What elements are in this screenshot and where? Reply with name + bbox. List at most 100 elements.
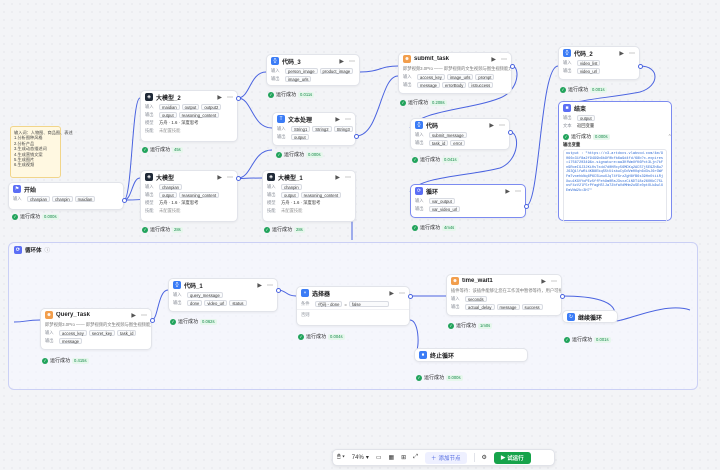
node-stop-loop[interactable]: ⏹终止循环 bbox=[414, 348, 528, 362]
text-value: 即梦视频3.0Pro —— 即梦视频的文生视频与图生视频能力，在… bbox=[45, 322, 151, 327]
output-port[interactable] bbox=[236, 176, 241, 181]
node-start[interactable]: ⚑开始 输入 chanpian chanpin maidian bbox=[8, 182, 124, 210]
run-node-icon[interactable]: ▶ bbox=[217, 94, 222, 101]
loop-body-header: ⟳ 循环体 ⓘ bbox=[14, 246, 50, 254]
text-value: 插件等待：该插件能够让您在工作流中暂停等待，用户可按… bbox=[451, 288, 561, 293]
param-chip: product_image bbox=[319, 68, 354, 74]
param-chip: var_video_url bbox=[429, 206, 461, 212]
field-label: 输入 bbox=[45, 330, 54, 335]
fit-icon[interactable]: ⤢ bbox=[413, 454, 419, 460]
text-value: 运行成功 bbox=[272, 227, 293, 233]
more-icon[interactable]: ⋯ bbox=[515, 188, 521, 195]
run-node-icon[interactable]: ▶ bbox=[335, 174, 340, 181]
text-value: time_wait1 bbox=[462, 278, 493, 284]
bottom-toolbar: 🖱 ▾ 74%▾ ▭ ▦ ⊞ ⤢ ＋ 添加节点 ⚙ ▶ 试运行 bbox=[332, 449, 555, 466]
node-submit-task[interactable]: ☻submit_task▶⋯ 即梦视频3.0Pro —— 即梦视频的文生视频与图… bbox=[398, 52, 512, 94]
more-icon[interactable]: ⋯ bbox=[227, 94, 233, 101]
test-run-button[interactable]: ▶ 试运行 bbox=[493, 451, 531, 464]
node-time-wait[interactable]: ☻time_wait1▶⋯ 插件等待：该插件能够让您在工作流中暂停等待，用户可按… bbox=[446, 274, 562, 316]
field-label: 模型 bbox=[145, 120, 154, 125]
run-node-icon[interactable]: ▶ bbox=[489, 122, 494, 129]
output-port[interactable] bbox=[638, 64, 643, 69]
run-node-icon[interactable]: ▶ bbox=[335, 116, 340, 123]
output-port[interactable] bbox=[122, 198, 127, 203]
run-node-icon[interactable]: ▶ bbox=[491, 56, 496, 63]
comment-icon[interactable]: ▭ bbox=[375, 455, 382, 461]
text-value: 未配置技能 bbox=[281, 208, 303, 213]
debug-icon[interactable]: ⚙ bbox=[481, 455, 487, 461]
text-value: 运行成功 bbox=[150, 227, 171, 233]
layout-icon[interactable]: ⊞ bbox=[401, 455, 407, 461]
text-value: 方舟 · 1.6 · 深度思考 bbox=[159, 200, 199, 205]
text-value: 45s bbox=[172, 146, 183, 153]
chevron-up-icon[interactable]: ⌃ bbox=[667, 133, 672, 140]
stop-icon: ⏹ bbox=[419, 351, 427, 359]
text-value: 代码_2 bbox=[574, 51, 593, 58]
output-port[interactable] bbox=[150, 318, 155, 323]
more-icon[interactable]: ⋯ bbox=[399, 290, 405, 297]
node-query-task[interactable]: ☻Query_Task▶⋯ 即梦视频3.0Pro —— 即梦视频的文生视频与图生… bbox=[40, 308, 152, 350]
node-title: 开始 bbox=[24, 187, 37, 194]
run-node-icon[interactable]: ▶ bbox=[389, 290, 394, 297]
run-node-icon[interactable]: ▶ bbox=[541, 278, 546, 285]
output-port[interactable] bbox=[524, 204, 529, 209]
zoom-select[interactable]: 74%▾ bbox=[351, 454, 369, 462]
output-port[interactable] bbox=[276, 288, 281, 293]
more-icon[interactable]: ⋯ bbox=[349, 58, 355, 65]
output-port[interactable] bbox=[354, 134, 359, 139]
node-selector[interactable]: ⑂选择器▶⋯ 条件代码 - done=false 否则 bbox=[296, 286, 410, 326]
minimap-icon[interactable]: ▦ bbox=[388, 455, 395, 461]
more-icon[interactable]: ⋯ bbox=[267, 282, 273, 289]
text-value: 运行成功 bbox=[20, 214, 41, 220]
output-port[interactable] bbox=[508, 130, 513, 135]
run-node-icon[interactable]: ▶ bbox=[217, 174, 222, 181]
output-port[interactable] bbox=[408, 294, 413, 299]
output-label: 输出变量 bbox=[563, 142, 581, 147]
code-icon: {} bbox=[271, 57, 279, 65]
run-node-icon[interactable]: ▶ bbox=[619, 50, 624, 57]
field-label: 输入 bbox=[271, 68, 280, 73]
output-port[interactable] bbox=[560, 294, 565, 299]
add-node-button[interactable]: ＋ 添加节点 bbox=[425, 451, 467, 464]
more-icon[interactable]: ⋯ bbox=[227, 174, 233, 181]
more-icon[interactable]: ⋯ bbox=[345, 116, 351, 123]
field-label: 输出 bbox=[271, 76, 280, 81]
pointer-mode-button[interactable]: 🖱 ▾ bbox=[337, 454, 345, 460]
output-port[interactable] bbox=[236, 96, 241, 101]
run-node-icon[interactable]: ▶ bbox=[339, 58, 344, 65]
field-label: 输出 bbox=[403, 82, 412, 87]
text-value: 0.000s bbox=[446, 374, 463, 381]
run-node-icon[interactable]: ▶ bbox=[505, 188, 510, 195]
more-icon[interactable]: ⋯ bbox=[141, 312, 147, 319]
param-chip: task_id bbox=[429, 140, 449, 146]
more-icon[interactable]: ⋯ bbox=[499, 122, 505, 129]
run-node-icon[interactable]: ▶ bbox=[257, 282, 262, 289]
field-label: 输出 bbox=[173, 300, 182, 305]
field-label: 输入 bbox=[403, 74, 412, 79]
more-icon[interactable]: ⋯ bbox=[551, 278, 557, 285]
text-value: 1m0s bbox=[478, 322, 493, 329]
field-label: 输入 bbox=[451, 296, 460, 301]
more-icon[interactable]: ⋯ bbox=[501, 56, 507, 63]
more-icon[interactable]: ⋯ bbox=[345, 174, 351, 181]
text-value: 未配置技能 bbox=[159, 128, 181, 133]
param-chip: message bbox=[417, 82, 440, 88]
node-title: 大模型_2 bbox=[156, 95, 181, 102]
more-icon[interactable]: ⋯ bbox=[629, 50, 635, 57]
param-chip: maidian bbox=[159, 104, 180, 110]
node-continue-loop[interactable]: ↻继续循环 bbox=[562, 310, 618, 323]
run-node-icon[interactable]: ▶ bbox=[131, 312, 136, 319]
output-port[interactable] bbox=[510, 64, 515, 69]
